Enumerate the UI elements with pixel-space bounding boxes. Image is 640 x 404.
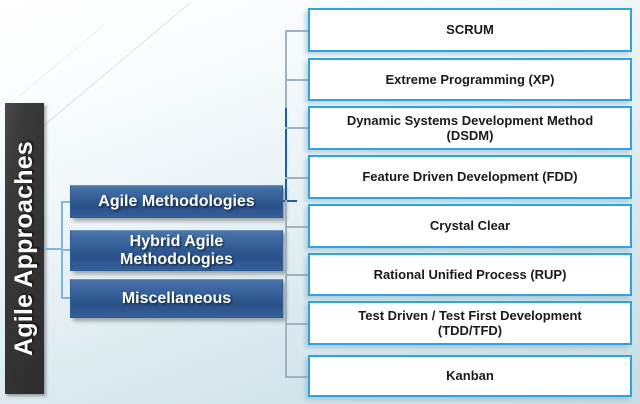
methodology-label: Extreme Programming (XP) (385, 71, 555, 87)
methodology-box-scrum[interactable]: SCRUM (308, 8, 632, 52)
connector-leaf-stub-4 (285, 226, 308, 228)
connector-leaf-stub-6 (285, 323, 308, 325)
category-label: Agile Methodologies (98, 192, 255, 210)
methodology-label: SCRUM (446, 22, 494, 38)
methodology-box-dsdm[interactable]: Dynamic Systems Development Method (DSDM… (308, 106, 632, 150)
connector-trunk-upper (285, 30, 287, 110)
category-label: Miscellaneous (121, 289, 232, 307)
methodology-box-kanban[interactable]: Kanban (308, 355, 632, 397)
connector-trunk-lower (285, 108, 287, 202)
category-box-hybrid-agile-methodologies[interactable]: Hybrid Agile Methodologies (70, 230, 283, 271)
methodology-label: Test Driven / Test First Development (TD… (358, 307, 582, 338)
methodology-label: Dynamic Systems Development Method (DSDM… (346, 112, 594, 143)
methodology-box-tdd-tfd[interactable]: Test Driven / Test First Development (TD… (308, 301, 632, 345)
methodology-label: Crystal Clear (429, 218, 511, 234)
root-title-label: Agile Approaches (10, 141, 39, 356)
connector-leaf-stub-2 (285, 127, 308, 129)
connector-leaf-stub-0 (285, 30, 308, 32)
methodology-box-fdd[interactable]: Feature Driven Development (FDD) (308, 155, 632, 199)
root-title-bar[interactable]: Agile Approaches (5, 103, 44, 394)
category-box-miscellaneous[interactable]: Miscellaneous (70, 279, 283, 318)
methodology-label: Rational Unified Process (RUP) (373, 266, 567, 282)
methodology-label: Feature Driven Development (FDD) (362, 169, 578, 185)
connector-leaf-stub-7 (285, 376, 308, 378)
connector-leaf-stub-1 (285, 79, 308, 81)
connector-category-spine (61, 201, 63, 298)
methodology-box-rup[interactable]: Rational Unified Process (RUP) (308, 253, 632, 296)
connector-branch-stem (283, 200, 297, 202)
connector-trunk-bottom (285, 200, 287, 378)
connector-leaf-stub-5 (285, 274, 308, 276)
category-box-agile-methodologies[interactable]: Agile Methodologies (70, 185, 283, 218)
category-label: Hybrid Agile Methodologies (120, 232, 233, 268)
methodology-box-extreme-programming[interactable]: Extreme Programming (XP) (308, 58, 632, 101)
methodology-box-crystal-clear[interactable]: Crystal Clear (308, 204, 632, 248)
methodology-label: Kanban (446, 368, 494, 384)
connector-leaf-stub-3 (285, 177, 308, 179)
connector-root-stem (44, 248, 62, 250)
